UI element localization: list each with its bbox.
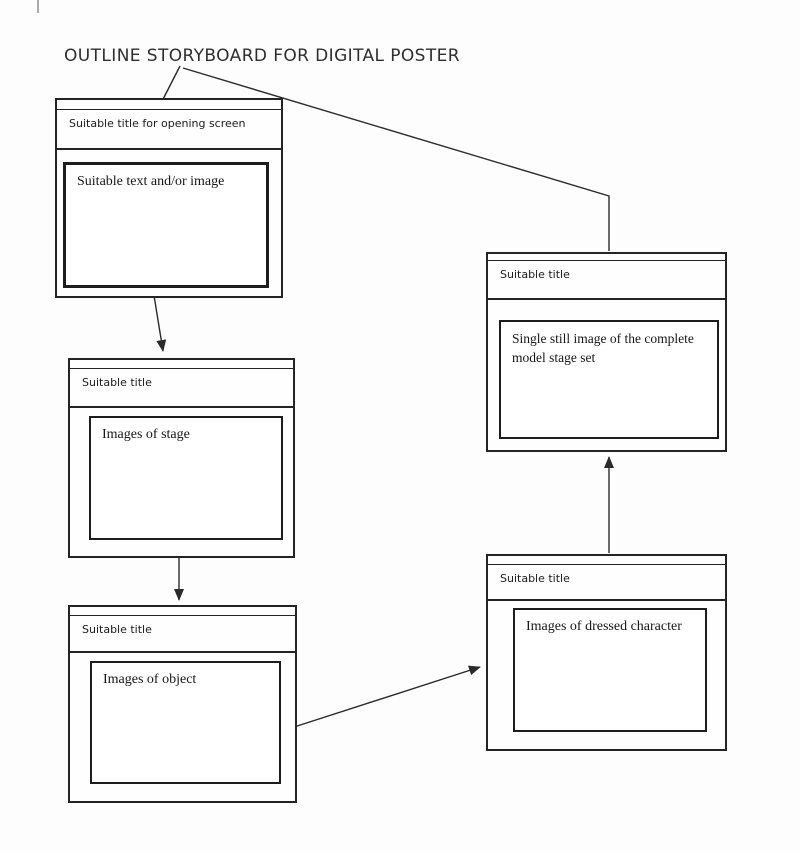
scan-edge-artifact [37,0,39,13]
storyboard-box-object: Suitable title Images of object [68,605,297,803]
box-title-strip [488,254,725,261]
box-content-frame: Images of dressed character [513,608,707,732]
page-title: OUTLINE STORYBOARD FOR DIGITAL POSTER [64,46,460,66]
box-header: Suitable title [70,369,293,408]
box-title-strip [70,607,295,616]
box-title-strip [57,100,281,110]
arrow-object-to-character [290,665,481,729]
box-header: Suitable title [70,616,295,653]
box-title-strip [488,556,725,565]
storyboard-box-dressed-character: Suitable title Images of dressed charact… [486,554,727,751]
box-header: Suitable title for opening screen [57,110,281,150]
box-content-frame: Suitable text and/or image [63,162,269,288]
storyboard-box-model-stage-set: Suitable title Single still image of the… [486,252,727,452]
box-header: Suitable title [488,565,725,601]
box-content-frame: Single still image of the complete model… [499,320,719,439]
box-content-frame: Images of stage [89,416,283,540]
box-content-frame: Images of object [90,661,281,784]
box-header: Suitable title [488,261,725,300]
storyboard-box-stage: Suitable title Images of stage [68,358,295,558]
box-title-strip [70,360,293,369]
storyboard-box-opening-screen: Suitable title for opening screen Suitab… [55,98,283,298]
